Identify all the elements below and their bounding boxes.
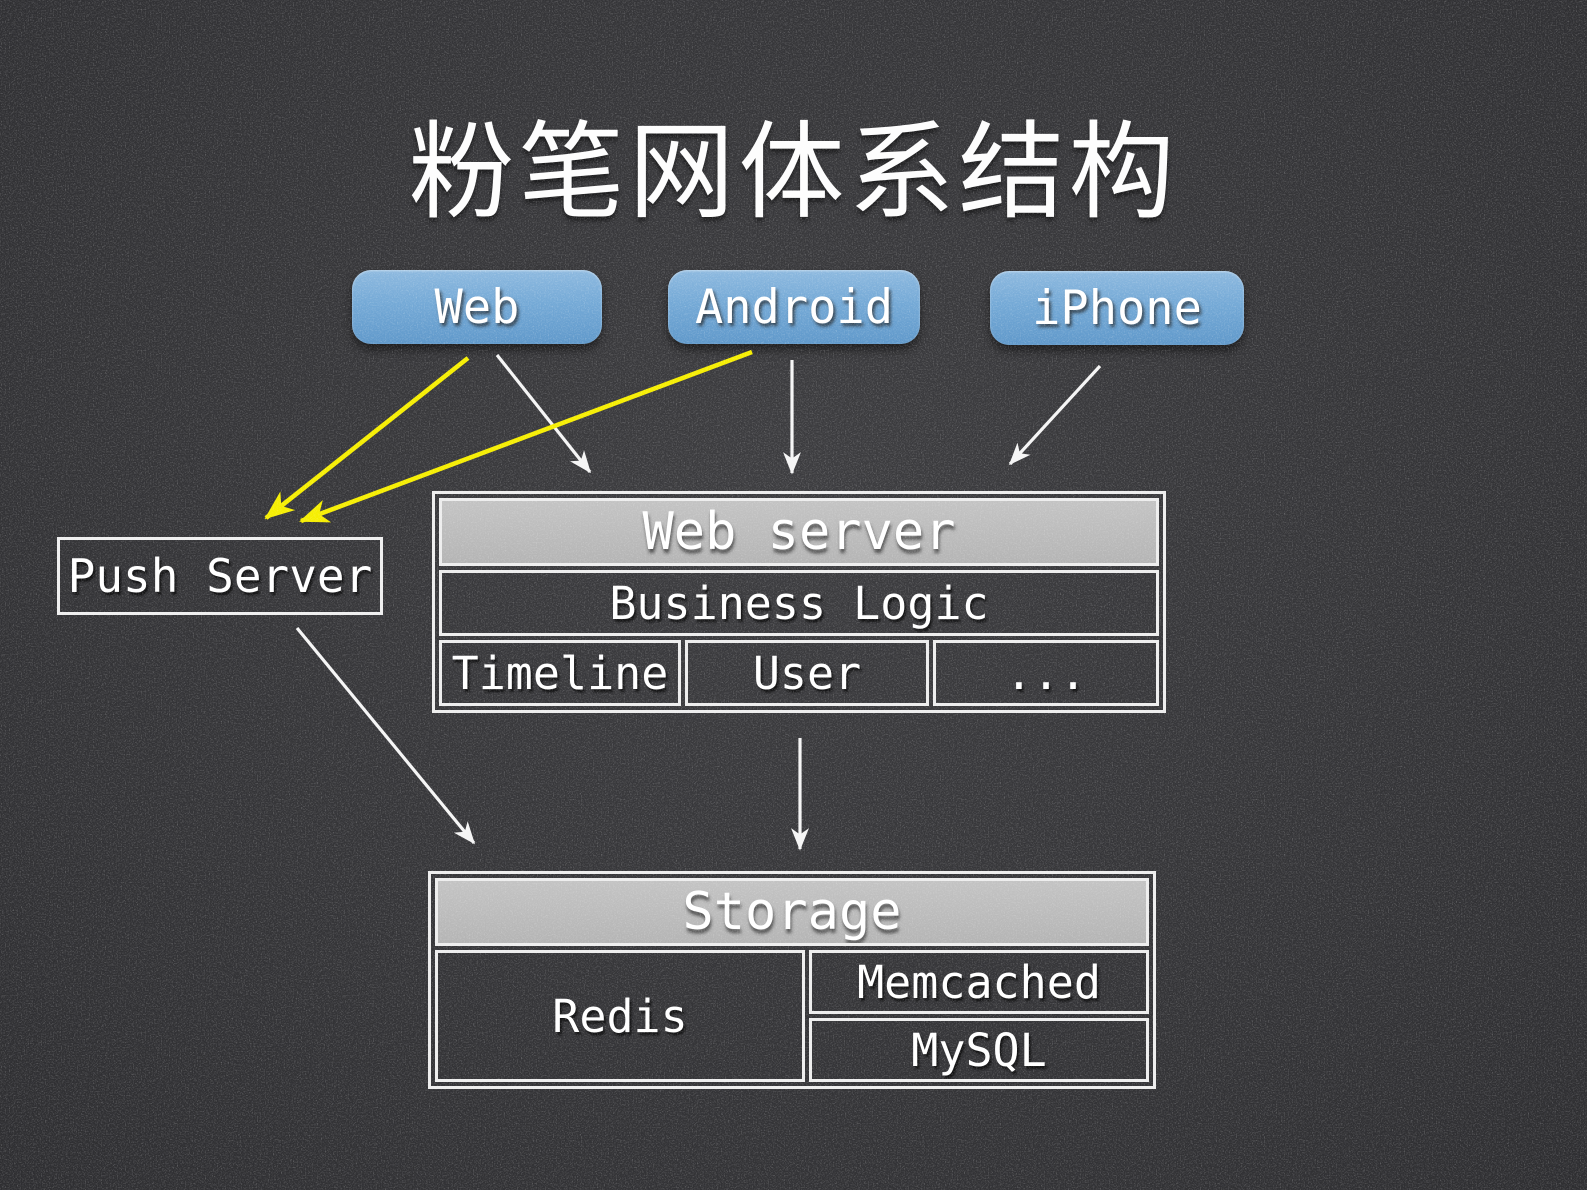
arrow-web-to-webserver	[495, 354, 592, 474]
module-cell-timeline: Timeline	[439, 640, 681, 706]
client-node-web: Web	[352, 270, 602, 344]
storage-table: Storage Redis Memcached MySQL	[428, 871, 1156, 1089]
client-node-web-label: Web	[434, 279, 520, 335]
push-server-node: Push Server	[57, 537, 383, 615]
storage-header: Storage	[435, 878, 1149, 946]
business-logic-cell: Business Logic	[439, 570, 1159, 636]
client-node-iphone: iPhone	[990, 271, 1244, 345]
module-cell-user: User	[685, 640, 929, 706]
storage-cell-redis: Redis	[435, 950, 805, 1082]
arrow-iphone-to-webserver	[1008, 364, 1102, 466]
storage-cell-memcached: Memcached	[809, 950, 1149, 1014]
client-node-iphone-label: iPhone	[1032, 280, 1202, 336]
client-node-android: Android	[668, 270, 920, 344]
push-server-label: Push Server	[67, 549, 373, 603]
slide-title: 粉笔网体系结构	[408, 111, 1179, 234]
web-server-header: Web server	[439, 498, 1159, 566]
module-cell-more: ...	[933, 640, 1159, 706]
client-node-android-label: Android	[694, 279, 894, 335]
web-server-table: Web server Business Logic Timeline User …	[432, 491, 1166, 713]
storage-cell-mysql: MySQL	[809, 1018, 1149, 1082]
